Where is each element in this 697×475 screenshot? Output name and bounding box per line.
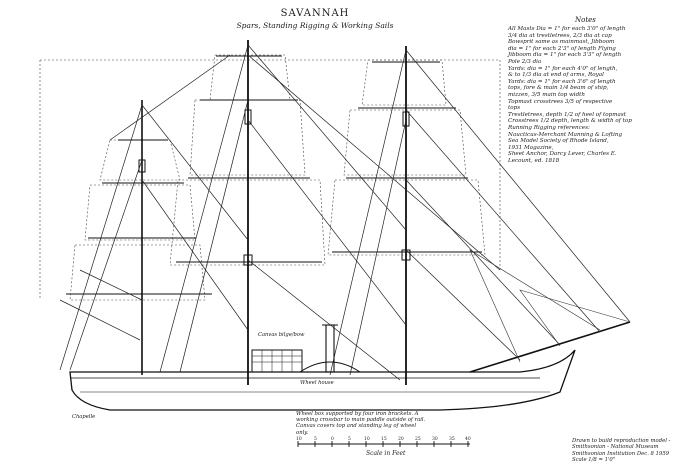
notes-heading: Notes <box>575 16 596 24</box>
credit-line: Scale 1/8 = 1'0" <box>572 457 616 464</box>
note-line: mizzen, 3/5 main top width <box>508 91 586 98</box>
mizzen-jib-stay-1 <box>405 49 631 323</box>
jib-1 <box>469 249 601 363</box>
fore-backstay-1 <box>59 104 143 371</box>
drawing-subtitle: Spars, Standing Rigging & Working Sails <box>236 21 394 30</box>
credit-line: Smithsonian Institution Dec. 8 1959 <box>572 450 670 457</box>
main-backstay-2 <box>179 99 249 373</box>
scale-tick: 30 <box>432 437 438 442</box>
note-line: 1931 Magazine, <box>508 144 554 151</box>
wheel-house-label: Wheel house <box>300 380 334 386</box>
mizzen-course-outline <box>327 179 486 256</box>
note-line: Jibboom dia = 1" for each 3'3" of length <box>508 52 622 59</box>
mainmast-lower-top <box>243 254 253 266</box>
scale-tick: 15 <box>381 437 387 442</box>
scale-tick: 20 <box>398 437 404 442</box>
note-line: & to 1/3 dia at end of arms, Royal <box>508 72 604 79</box>
note-line: 3/4 dia at trestletrees, 2/3 dia at cap <box>508 32 612 39</box>
note-line: working crossbar to main paddle outside … <box>296 417 426 424</box>
signature: Chapelle <box>72 414 96 420</box>
scale-bar <box>297 441 470 447</box>
mizzen-backstay-1 <box>329 49 407 376</box>
mizzen-jib-stay-2 <box>405 109 601 333</box>
jib-sails <box>469 249 631 363</box>
jib-2 <box>519 289 631 347</box>
mainmast-top <box>244 109 252 125</box>
fore-stay-lower <box>141 179 249 331</box>
scale-tick: 5 <box>314 437 317 442</box>
scale-tick: 0 <box>331 437 334 442</box>
note-line: Running Rigging references: <box>508 124 590 131</box>
fore-course-outline <box>69 244 206 301</box>
note-line: Bowsprit same as mainmast, Jibboom <box>508 39 615 46</box>
note-line: Sheet Anchor, Darcy Lever, Charles E. <box>508 151 617 158</box>
yards <box>66 55 631 373</box>
scale-tick: 10 <box>296 437 302 442</box>
standing-rigging <box>59 44 631 381</box>
hull-outline <box>69 349 576 411</box>
credit-line: Smithsonian - National Museum <box>572 444 659 451</box>
note-line: tops, fore & main 1/4 beam of ship, <box>508 85 609 92</box>
note-line: Yards: dia = 1" for each 4'0" of length, <box>508 65 618 72</box>
main-stay-mid <box>247 119 407 326</box>
scale-caption: Scale in Feet <box>366 450 406 457</box>
mizzen-topsail-outline <box>343 109 467 176</box>
notes-block: All Masts Dia = 1" for each 3'0" of leng… <box>508 26 694 164</box>
main-stay-upper <box>247 44 407 231</box>
main-backstay-1 <box>159 44 249 373</box>
mizzenmast-top <box>402 111 410 127</box>
scale-tick: 5 <box>348 437 351 442</box>
fore-stay-upper <box>141 104 249 241</box>
bowsprit <box>469 321 631 373</box>
spanker-boom <box>59 299 141 341</box>
mizzen-jib-stay-4 <box>405 249 521 361</box>
mizzen-jib-stay-3 <box>405 179 561 346</box>
note-line: Crosstrees 1/2 depth, length & width of … <box>508 118 632 125</box>
drawing-title: SAVANNAH <box>280 8 350 19</box>
scale-tick: 25 <box>415 437 421 442</box>
note-line: Pole 2/3 dia <box>508 58 542 65</box>
fore-backstay-2 <box>69 159 143 371</box>
mizzen-backstay-2 <box>349 119 407 376</box>
note-line: Wheel box supported by four iron bracket… <box>296 411 419 417</box>
note-line: only. <box>296 429 309 436</box>
note-line: Topmast crosstrees 3/5 of respective <box>508 98 613 105</box>
scale-tick: 35 <box>449 437 455 442</box>
credit-line: Drawn to build reproduction model - <box>572 438 671 444</box>
note-line: Yards: dia = 1" for each 3'6" of length <box>508 78 616 85</box>
note-line: Lecount, ed. 1818 <box>508 157 560 164</box>
note-line: Naucticus-Merchant Manning & Lofting <box>508 131 623 138</box>
note-line: dia = 1" for each 2'3" of length Flying <box>508 45 616 52</box>
main-stay-lower <box>247 259 401 381</box>
note-line: Trestletrees, depth 1/2 of heel of topma… <box>508 111 626 118</box>
long-stay <box>247 54 501 271</box>
note-line: tops <box>508 105 521 112</box>
scale-tick: 10 <box>364 437 370 442</box>
note-line: Sea Model Society of Rhode Island, <box>508 138 609 145</box>
canvas-bilge-label: Canvas bilge/bow <box>258 332 305 338</box>
note-line: Canvas covers top and standing leg of wh… <box>296 423 417 430</box>
note-line: All Masts Dia = 1" for each 3'0" of leng… <box>508 26 626 32</box>
spanker-gaff <box>79 269 143 301</box>
credits-block: Drawn to build reproduction model - Smit… <box>572 438 696 464</box>
wheel-house <box>251 349 303 373</box>
wheel-box-note: Wheel box supported by four iron bracket… <box>296 411 471 436</box>
hull <box>69 324 576 411</box>
paddle-box <box>299 361 361 373</box>
scale-tick: 40 <box>465 437 471 442</box>
royal-brace <box>109 54 231 141</box>
